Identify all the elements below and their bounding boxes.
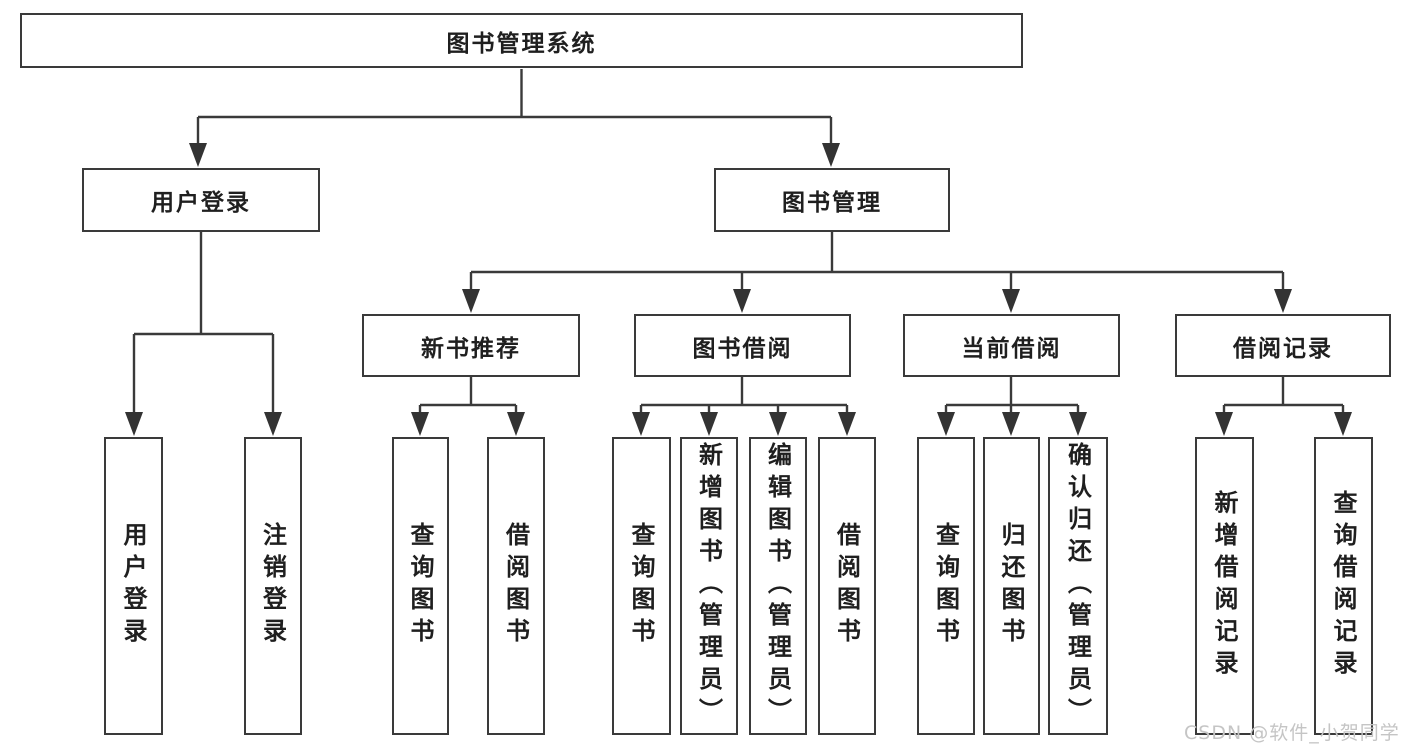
leaf-node-query-books-current: 查询图书 <box>917 437 975 735</box>
leaf-node-label: 新增借阅记录 <box>1210 490 1238 682</box>
leaf-node-confirm-return-admin: 确认归还（管理员） <box>1048 437 1108 735</box>
leaf-node-query-books-borrowing: 查询图书 <box>612 437 671 735</box>
branch-node-book-management: 图书管理 <box>714 168 950 232</box>
leaf-node-label: 确认归还（管理员） <box>1063 442 1092 730</box>
leaf-node-label: 新增图书（管理员） <box>694 442 723 730</box>
leaf-node-borrow-books-borrowing: 借阅图书 <box>818 437 876 735</box>
csdn-watermark: CSDN @软件_小贺同学 <box>1184 722 1400 744</box>
leaf-node-query-borrow-record: 查询借阅记录 <box>1314 437 1373 735</box>
leaf-node-borrow-books-recommend: 借阅图书 <box>487 437 545 735</box>
leaf-node-add-borrow-record: 新增借阅记录 <box>1195 437 1254 735</box>
leaf-node-label: 借阅图书 <box>832 522 861 650</box>
leaf-node-label: 查询图书 <box>406 522 434 650</box>
root-node-library-system: 图书管理系统 <box>20 13 1023 68</box>
leaf-node-return-book: 归还图书 <box>983 437 1040 735</box>
leaf-node-label: 归还图书 <box>997 522 1025 650</box>
branch-node-label: 图书管理 <box>782 190 882 216</box>
section-node-label: 新书推荐 <box>421 335 521 362</box>
root-node-label: 图书管理系统 <box>446 30 597 57</box>
branch-node-label: 用户登录 <box>151 190 251 216</box>
leaf-node-label: 编辑图书（管理员） <box>763 442 792 730</box>
section-node-label: 图书借阅 <box>692 335 793 362</box>
leaf-node-label: 借阅图书 <box>501 522 530 650</box>
section-node-label: 借阅记录 <box>1233 335 1333 362</box>
leaf-node-query-books-recommend: 查询图书 <box>392 437 449 735</box>
section-node-new-book-recommend: 新书推荐 <box>362 314 580 377</box>
leaf-node-label: 查询图书 <box>931 522 960 650</box>
section-node-borrow-records: 借阅记录 <box>1175 314 1391 377</box>
leaf-node-logout: 注销登录 <box>244 437 302 735</box>
section-node-label: 当前借阅 <box>961 335 1062 362</box>
leaf-node-user-login: 用户登录 <box>104 437 163 735</box>
section-node-current-borrowing: 当前借阅 <box>903 314 1120 377</box>
branch-node-user-login: 用户登录 <box>82 168 320 232</box>
leaf-node-add-book-admin: 新增图书（管理员） <box>680 437 738 735</box>
leaf-node-label: 查询借阅记录 <box>1329 490 1357 682</box>
leaf-node-edit-book-admin: 编辑图书（管理员） <box>749 437 807 735</box>
leaf-node-label: 注销登录 <box>258 522 287 650</box>
leaf-node-label: 用户登录 <box>119 522 147 650</box>
section-node-book-borrowing: 图书借阅 <box>634 314 851 377</box>
leaf-node-label: 查询图书 <box>627 522 655 650</box>
